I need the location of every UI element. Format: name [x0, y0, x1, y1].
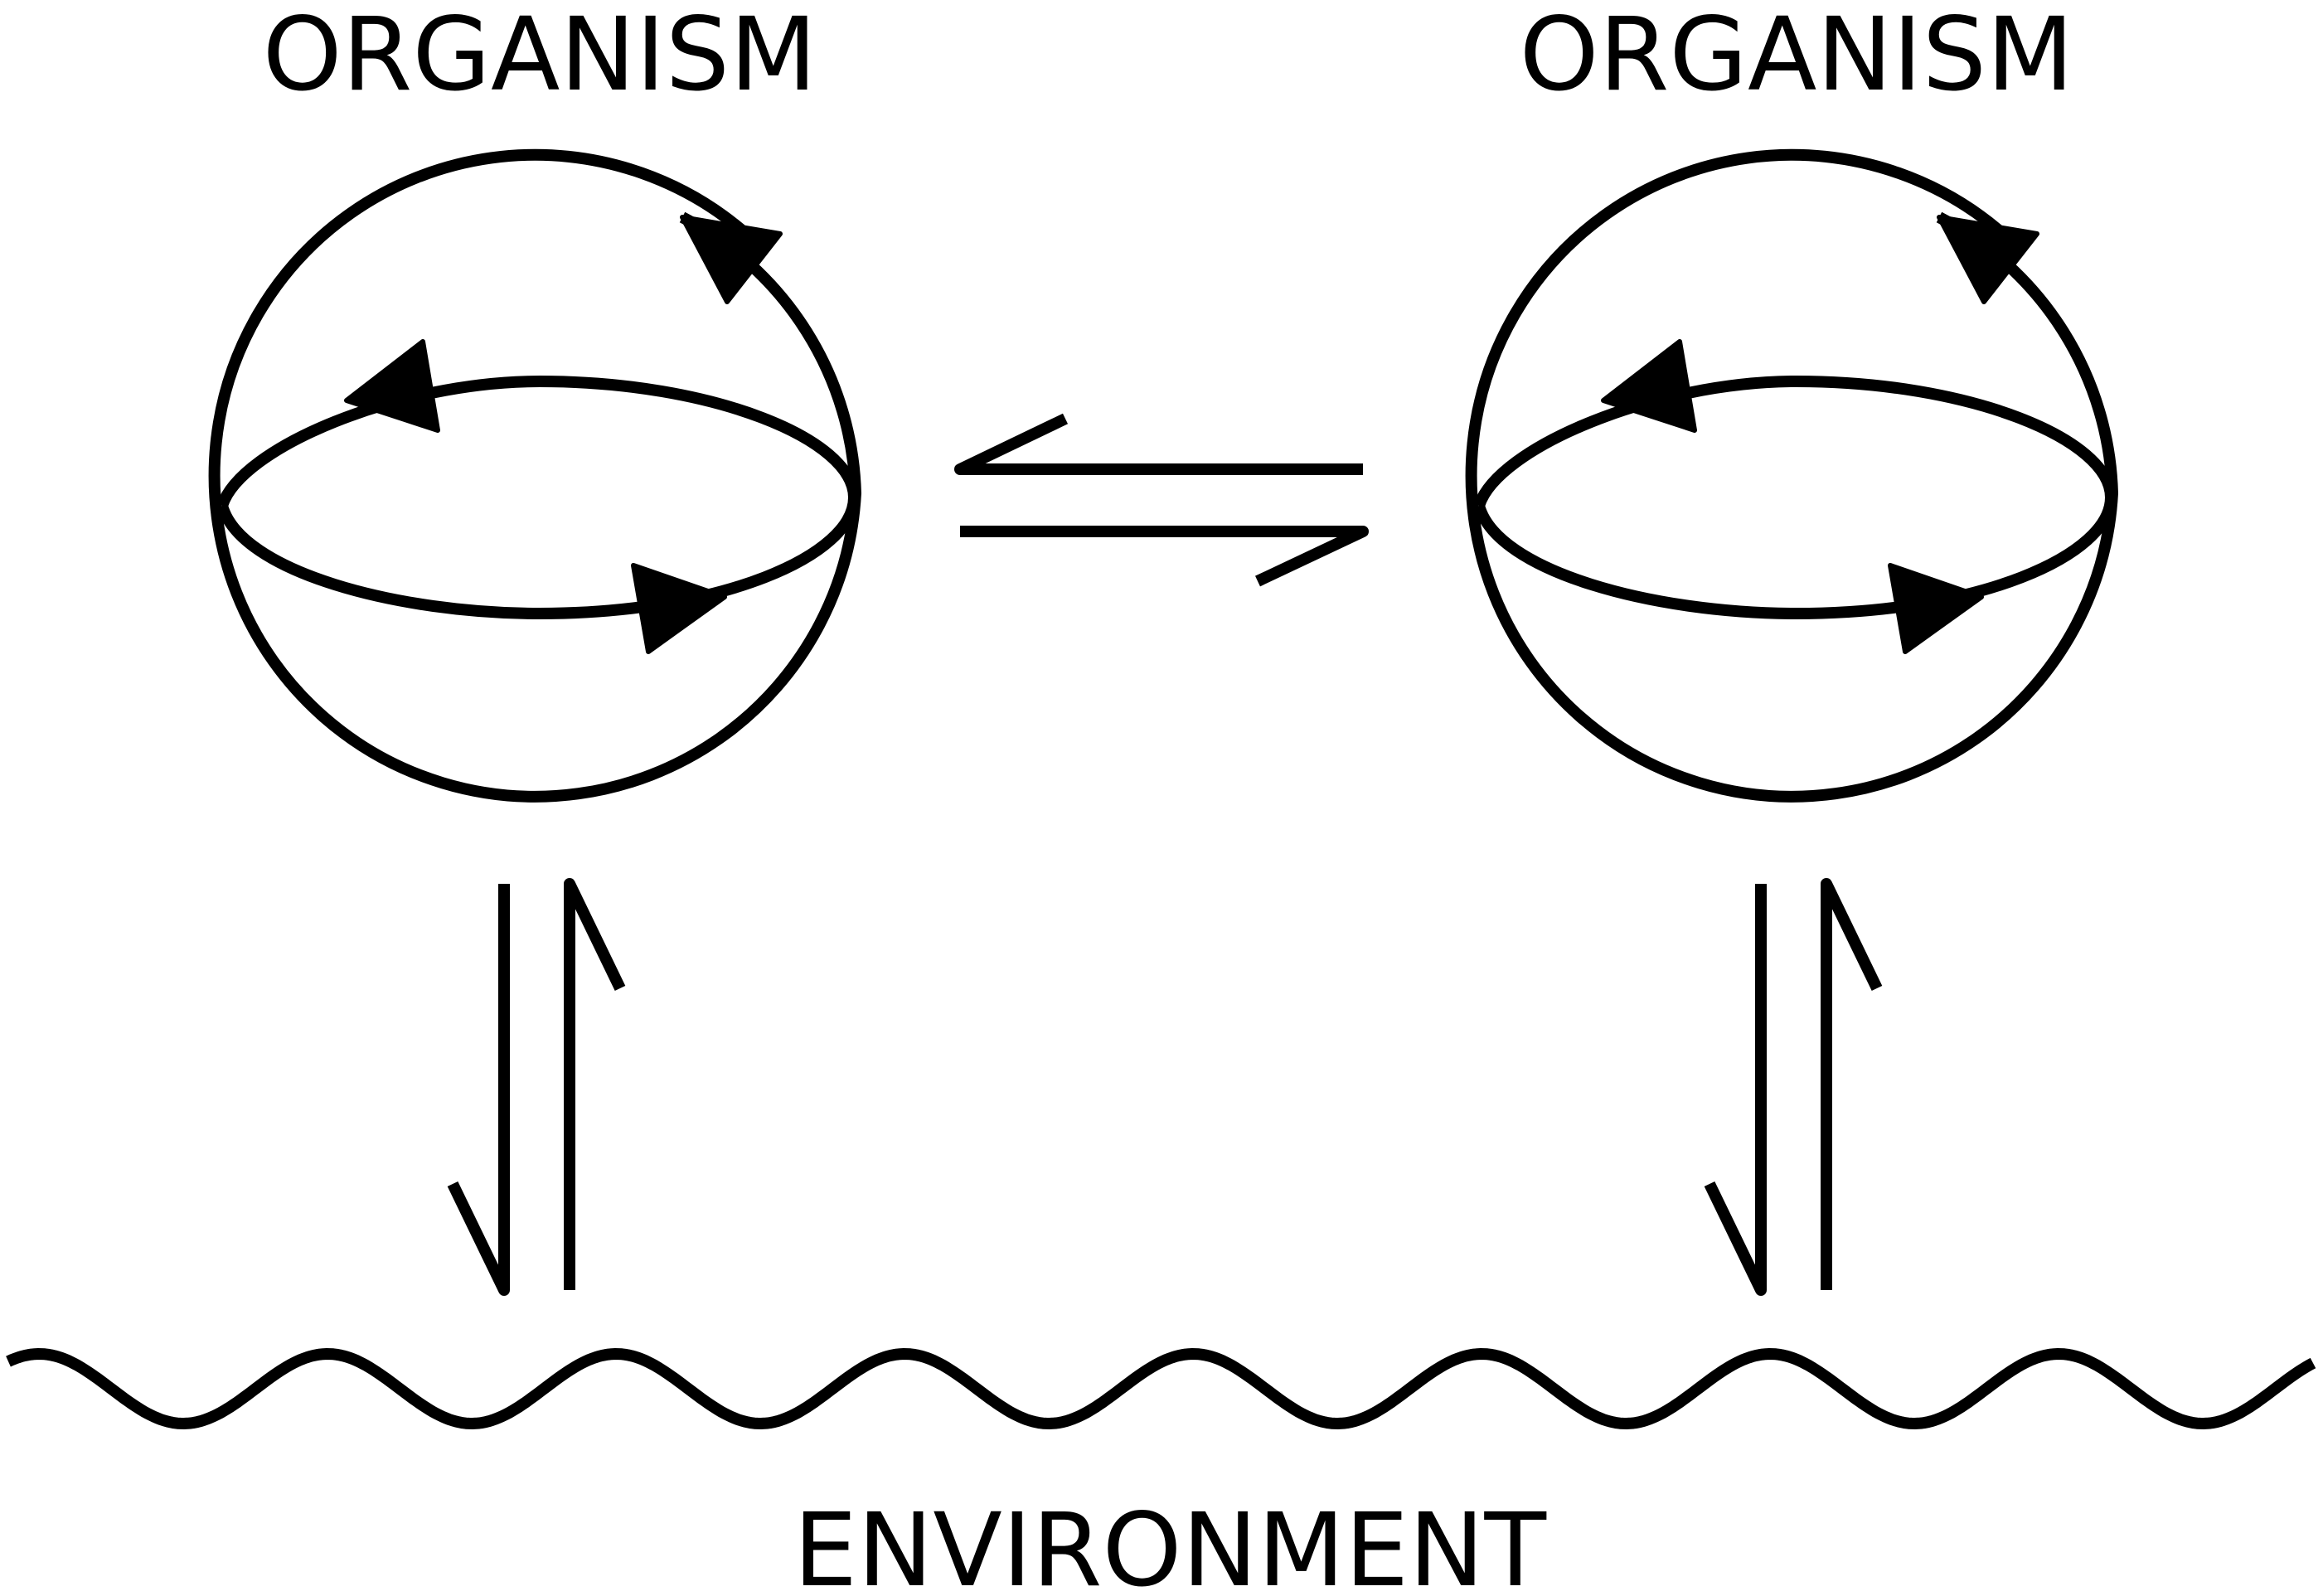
right-arrow-up — [1821, 878, 1883, 1290]
left-arrow-down — [447, 884, 510, 1296]
organism-right-lower-arrowhead — [1888, 563, 1984, 654]
left-arrow-up — [564, 878, 626, 1290]
left-environment-exchange-arrows — [447, 878, 626, 1296]
organism-right-label: ORGANISM — [1520, 0, 2074, 114]
organism-left-upper-orbit — [216, 376, 860, 508]
organism-right-upper-arrowhead — [1601, 339, 1697, 433]
organism-right — [1465, 148, 2118, 803]
organism-right-upper-orbit — [1473, 376, 2117, 508]
equilibrium-arrow-rightward — [960, 526, 1369, 587]
organism-right-top-arrowhead — [1937, 215, 2039, 304]
organism-left-top-arrowhead — [680, 215, 783, 304]
environment-label: ENVIRONMENT — [793, 1492, 1546, 1596]
organism-right-lower-orbit — [1473, 497, 2117, 619]
right-environment-exchange-arrows — [1704, 878, 1883, 1296]
organism-left-label: ORGANISM — [263, 0, 817, 114]
organism-left-lower-orbit — [216, 497, 860, 619]
organism-left — [208, 148, 861, 803]
environment-wave — [6, 1348, 2316, 1429]
organism-left-upper-arrowhead — [344, 339, 440, 433]
organism-equilibrium-arrows — [954, 413, 1369, 587]
right-arrow-down — [1704, 884, 1767, 1296]
organism-left-lower-arrowhead — [631, 563, 727, 654]
equilibrium-arrow-leftward — [954, 413, 1363, 475]
